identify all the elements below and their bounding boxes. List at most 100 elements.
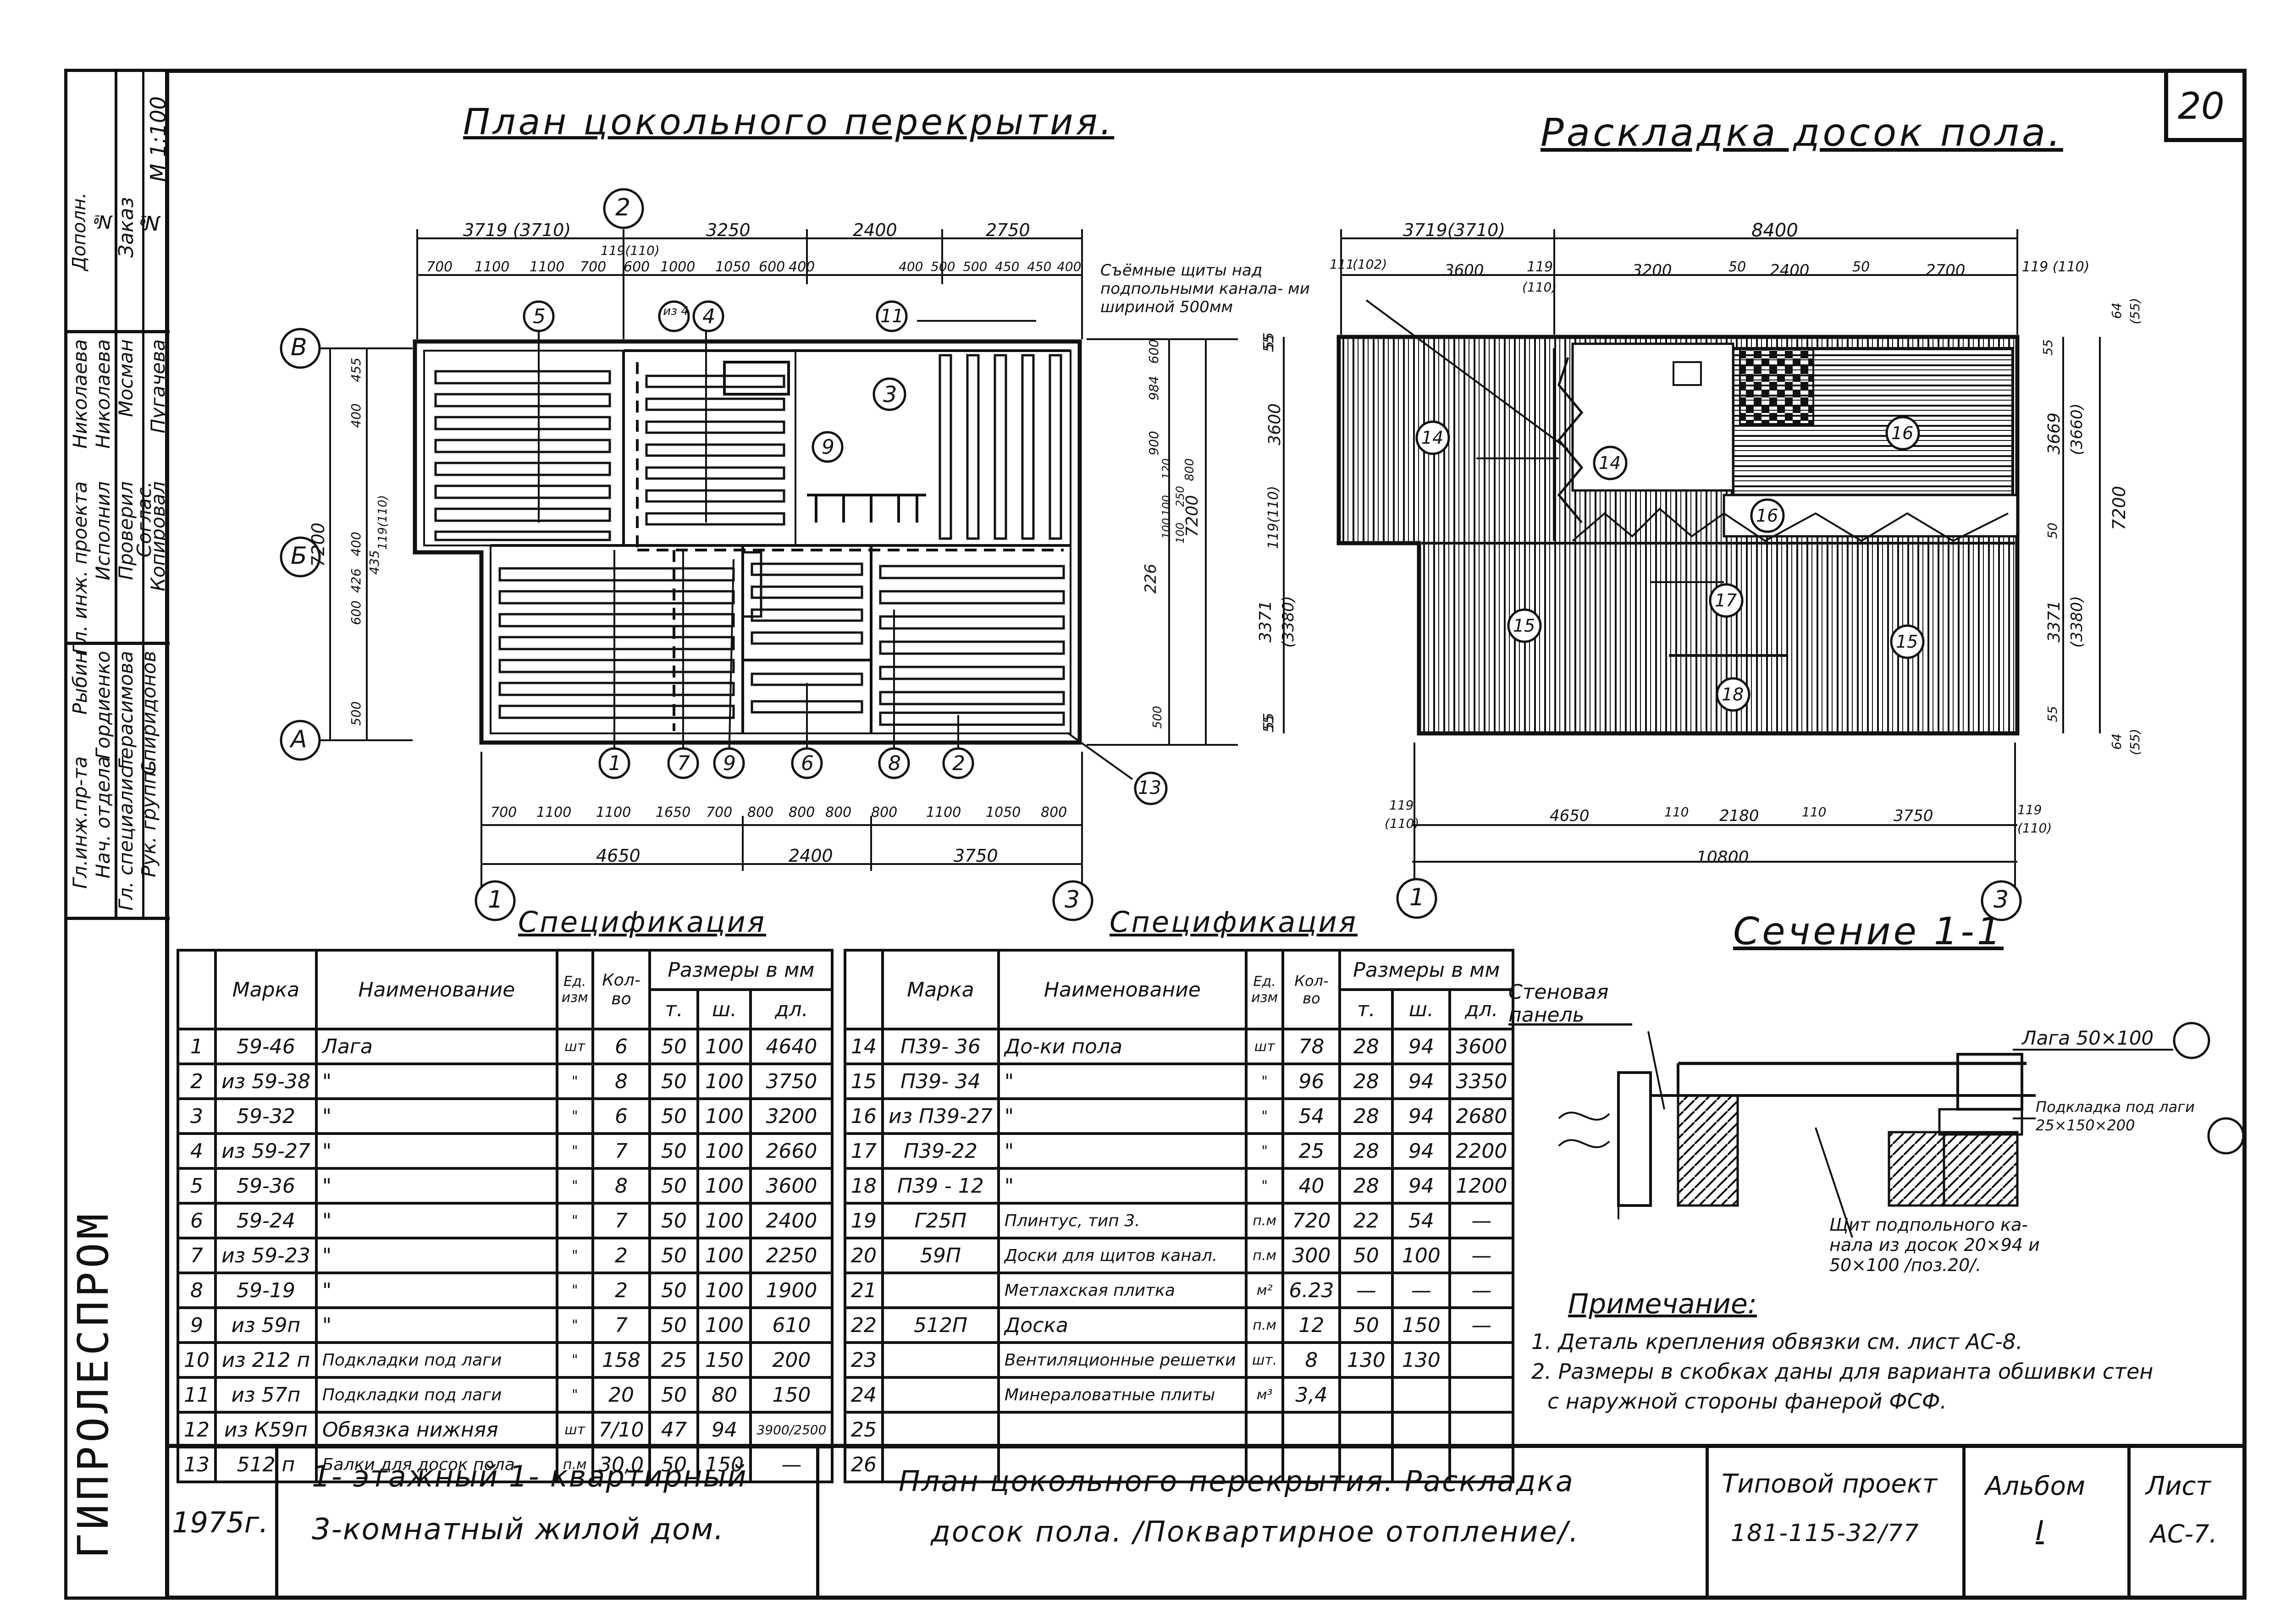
plan-dim-top-1: 3719 (3710)	[463, 220, 571, 240]
spec-right-cell-name: Доска	[997, 1306, 1248, 1344]
spec-left-cell-name: "	[315, 1167, 558, 1205]
spec-right-cell-mark	[881, 1272, 1000, 1309]
floor-dim-sub-7: 50	[1728, 259, 1746, 275]
spec-left-cell-name: Балки для досок пола	[315, 1446, 558, 1483]
spec-left-cell-w: 100	[696, 1097, 752, 1135]
spec-left-cell-t: 50	[648, 1097, 700, 1135]
plan-dim-bot-9: 800	[871, 804, 898, 820]
spec-title-left: Спецификация	[518, 905, 767, 939]
spec-left-cell-unit: шт	[555, 1028, 594, 1065]
spec-right-cell-unit: "	[1244, 1062, 1285, 1100]
spec-right-cell-qty: 40	[1281, 1167, 1342, 1205]
plan-dim-bot-main-1: 4650	[596, 846, 641, 866]
floor-dim-sub-5: (110)	[1522, 280, 1557, 295]
floor-callout-16a: 16	[1891, 423, 1914, 443]
spec-left-cell-n: 6	[177, 1202, 217, 1239]
section-pad-label: Подкладка под лаги 25×150×200	[2036, 1098, 2195, 1134]
spec-right-cell-l	[1448, 1446, 1515, 1483]
spec-left-cell-n: 11	[177, 1376, 217, 1414]
spec-left-cell-qty: 20	[591, 1376, 652, 1414]
spec-left-cell-qty: 7	[591, 1132, 652, 1170]
floor-note: Съёмные щиты над подпольными канала- ми …	[1100, 261, 1320, 316]
spec-left-cell-w: 100	[696, 1202, 752, 1239]
spec-right-cell-w	[1391, 1376, 1452, 1414]
spec-right-cell-unit: "	[1244, 1167, 1285, 1205]
spec-right-h-l: дл.	[1448, 988, 1515, 1030]
spec-left-h-l: дл.	[749, 988, 834, 1030]
spec-right-cell-l	[1448, 1341, 1515, 1379]
spec-left-cell-n: 1	[177, 1028, 217, 1065]
floor-callout-17: 17	[1715, 590, 1737, 611]
tb-sheet-name-line2: досок пола. /Поквартирное отопление/.	[931, 1515, 1580, 1548]
spec-left-cell-mark: 59-32	[214, 1097, 318, 1135]
spec-right-cell-name: "	[997, 1097, 1248, 1135]
plan-axis-b-label: Б	[291, 542, 307, 570]
spec-left-cell-mark: 512 п	[214, 1446, 318, 1483]
spec-right-h-sizes: Размеры в мм	[1338, 949, 1515, 991]
spec-left-cell-w: 150	[696, 1446, 752, 1483]
spec-left-cell-unit: "	[555, 1132, 594, 1170]
spec-left-cell-name: "	[315, 1237, 558, 1274]
spec-left-cell-n: 10	[177, 1341, 217, 1379]
spec-right-cell-t: 22	[1338, 1202, 1394, 1239]
spec-left-cell-unit: "	[555, 1272, 594, 1309]
spec-right-h-mark: Марка	[881, 949, 1000, 1030]
spec-right-cell-name: Минераловатные плиты	[997, 1376, 1248, 1414]
spec-left-cell-unit: "	[555, 1097, 594, 1135]
floor-axis-1-label: 1	[1409, 884, 1425, 911]
spec-left-cell-w: 100	[696, 1062, 752, 1100]
spec-left-cell-n: 7	[177, 1237, 217, 1274]
plan-dim-sub-11: 500	[931, 259, 955, 274]
tb-album-number: I	[2036, 1515, 2044, 1547]
spec-left-cell-l: 2250	[749, 1237, 834, 1274]
spec-right-cell-unit: "	[1244, 1097, 1285, 1135]
floor-callout-16b: 16	[1756, 506, 1778, 526]
spec-right-cell-qty: 8	[1281, 1341, 1342, 1379]
spec-left-cell-n: 5	[177, 1167, 217, 1205]
spec-right-cell-unit: п.м	[1244, 1306, 1285, 1344]
spec-right-cell-name: "	[997, 1167, 1248, 1205]
spec-right-cell-l: —	[1448, 1237, 1515, 1274]
plan-callout-5: 5	[533, 305, 546, 328]
spec-left-cell-mark: 59-24	[214, 1202, 318, 1239]
spec-right-cell-qty: 3,4	[1281, 1376, 1342, 1414]
plan-dim-sub-5: 600	[624, 259, 650, 275]
spec-left-cell-mark: 59-46	[214, 1028, 318, 1065]
plan-callout-11: 11	[880, 306, 904, 327]
plan-dim-sub-9: 400	[789, 259, 815, 275]
spec-right-cell-w: 100	[1391, 1237, 1452, 1274]
plan-dim-top-3: 2400	[853, 220, 897, 240]
spec-right-cell-unit	[1244, 1411, 1285, 1448]
spec-left-cell-n: 4	[177, 1132, 217, 1170]
floor-dim-bot-total: 10800	[1696, 848, 1749, 867]
floor-dim-sub-1: 111	[1330, 257, 1354, 272]
spec-left-cell-w: 100	[696, 1028, 752, 1065]
spec-right-cell-name: "	[997, 1062, 1248, 1100]
spec-left-cell-t: 50	[648, 1446, 700, 1483]
spec-left-cell-t: 50	[648, 1167, 700, 1205]
tb-sheet-name-line1: План цокольного перекрытия. Раскладка	[899, 1464, 1574, 1498]
plan-dim-top-4: 2750	[986, 220, 1030, 240]
notes-item-2: 2. Размеры в скобках даны для варианта о…	[1531, 1359, 2154, 1384]
spec-left-cell-qty: 8	[591, 1167, 652, 1205]
spec-left-cell-l: 3600	[749, 1167, 834, 1205]
spec-right-cell-mark: из П39-27	[881, 1097, 1000, 1135]
spec-left-cell-w: 100	[696, 1272, 752, 1309]
spec-right-cell-w: —	[1391, 1272, 1452, 1309]
section-wall-label: Стеновая панель	[1508, 980, 1609, 1027]
spec-right-cell-qty: 78	[1281, 1028, 1342, 1065]
spec-left-h-mark: Марка	[214, 949, 318, 1030]
spec-left-cell-t: 50	[648, 1237, 700, 1274]
spec-right-cell-n: 18	[844, 1167, 884, 1205]
